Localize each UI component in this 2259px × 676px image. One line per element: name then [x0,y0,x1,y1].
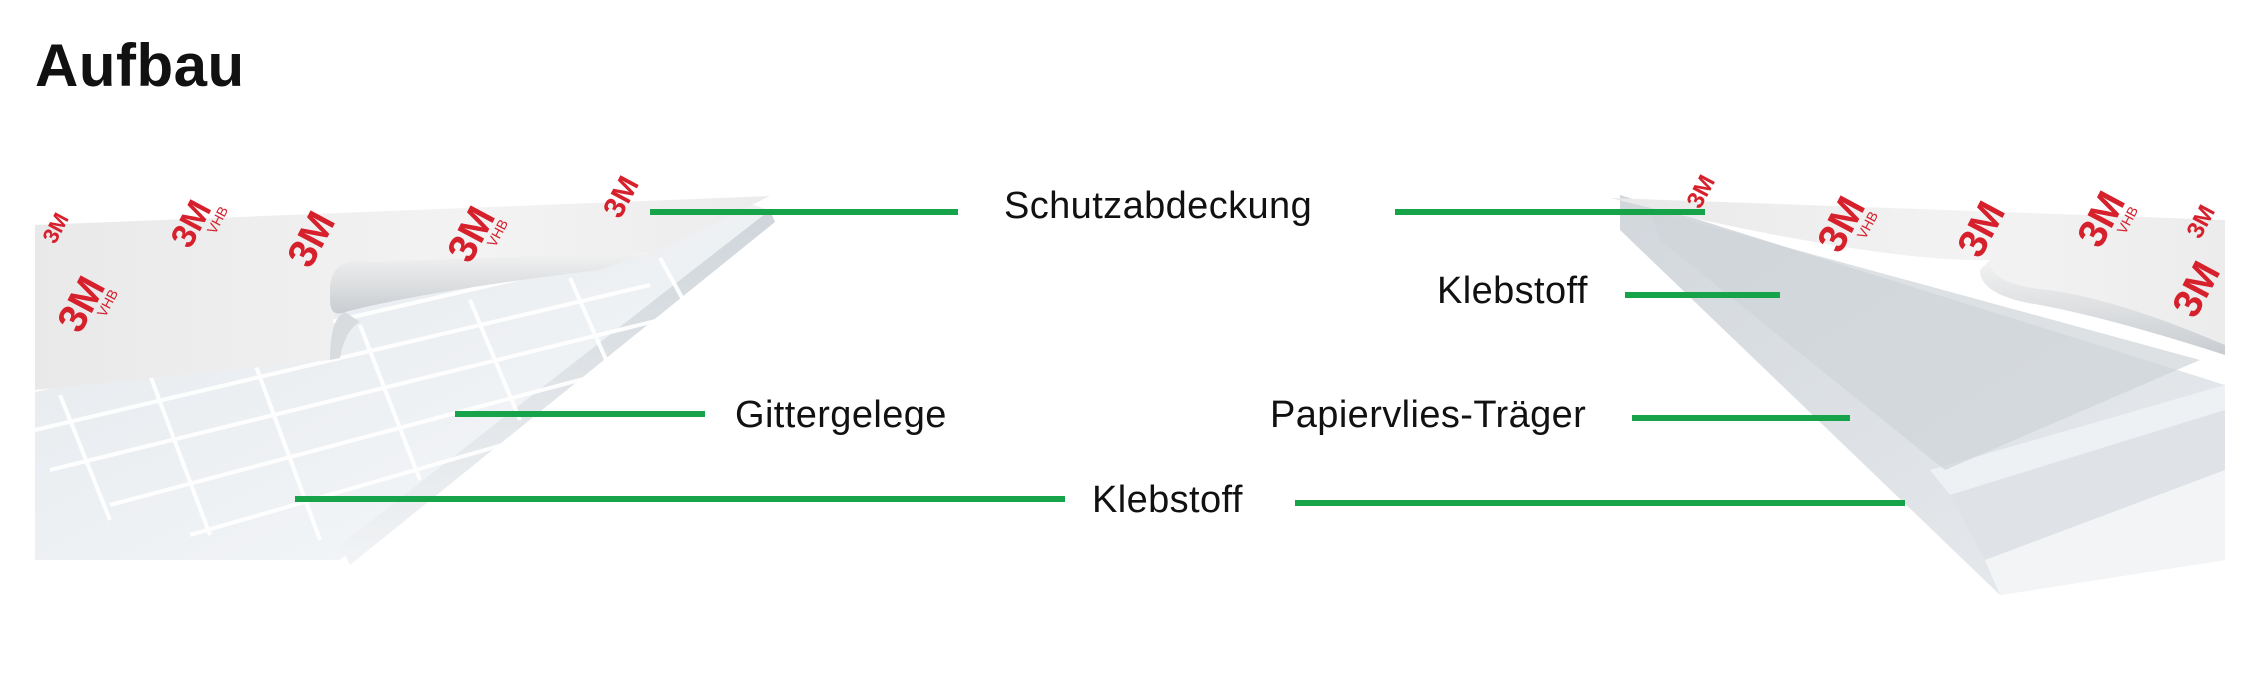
leader-line-klebstoff-bottom-right [1295,500,1905,506]
label-schutzabdeckung: Schutzabdeckung [1004,185,1313,227]
page-title: Aufbau [35,32,245,99]
leader-line-gittergelege [455,411,705,417]
leader-line-klebstoff-top [1625,292,1780,298]
label-klebstoff-top: Klebstoff [1437,270,1588,312]
leader-line-papiervlies [1632,415,1850,421]
label-papiervlies-traeger: Papiervlies-Träger [1270,394,1587,436]
leader-line-schutzabdeckung-right [1395,209,1705,215]
label-klebstoff-bottom: Klebstoff [1092,479,1243,521]
label-gittergelege: Gittergelege [735,394,947,436]
leader-line-schutzabdeckung-left [650,209,958,215]
leader-line-klebstoff-bottom-left [295,496,1065,502]
left-tape-sample: 3M 3M 3M 3M 3M 3M VHB VHB VHB [34,171,775,565]
right-tape-sample: 3M 3M 3M 3M 3M 3M VHB VHB [1610,171,2229,595]
